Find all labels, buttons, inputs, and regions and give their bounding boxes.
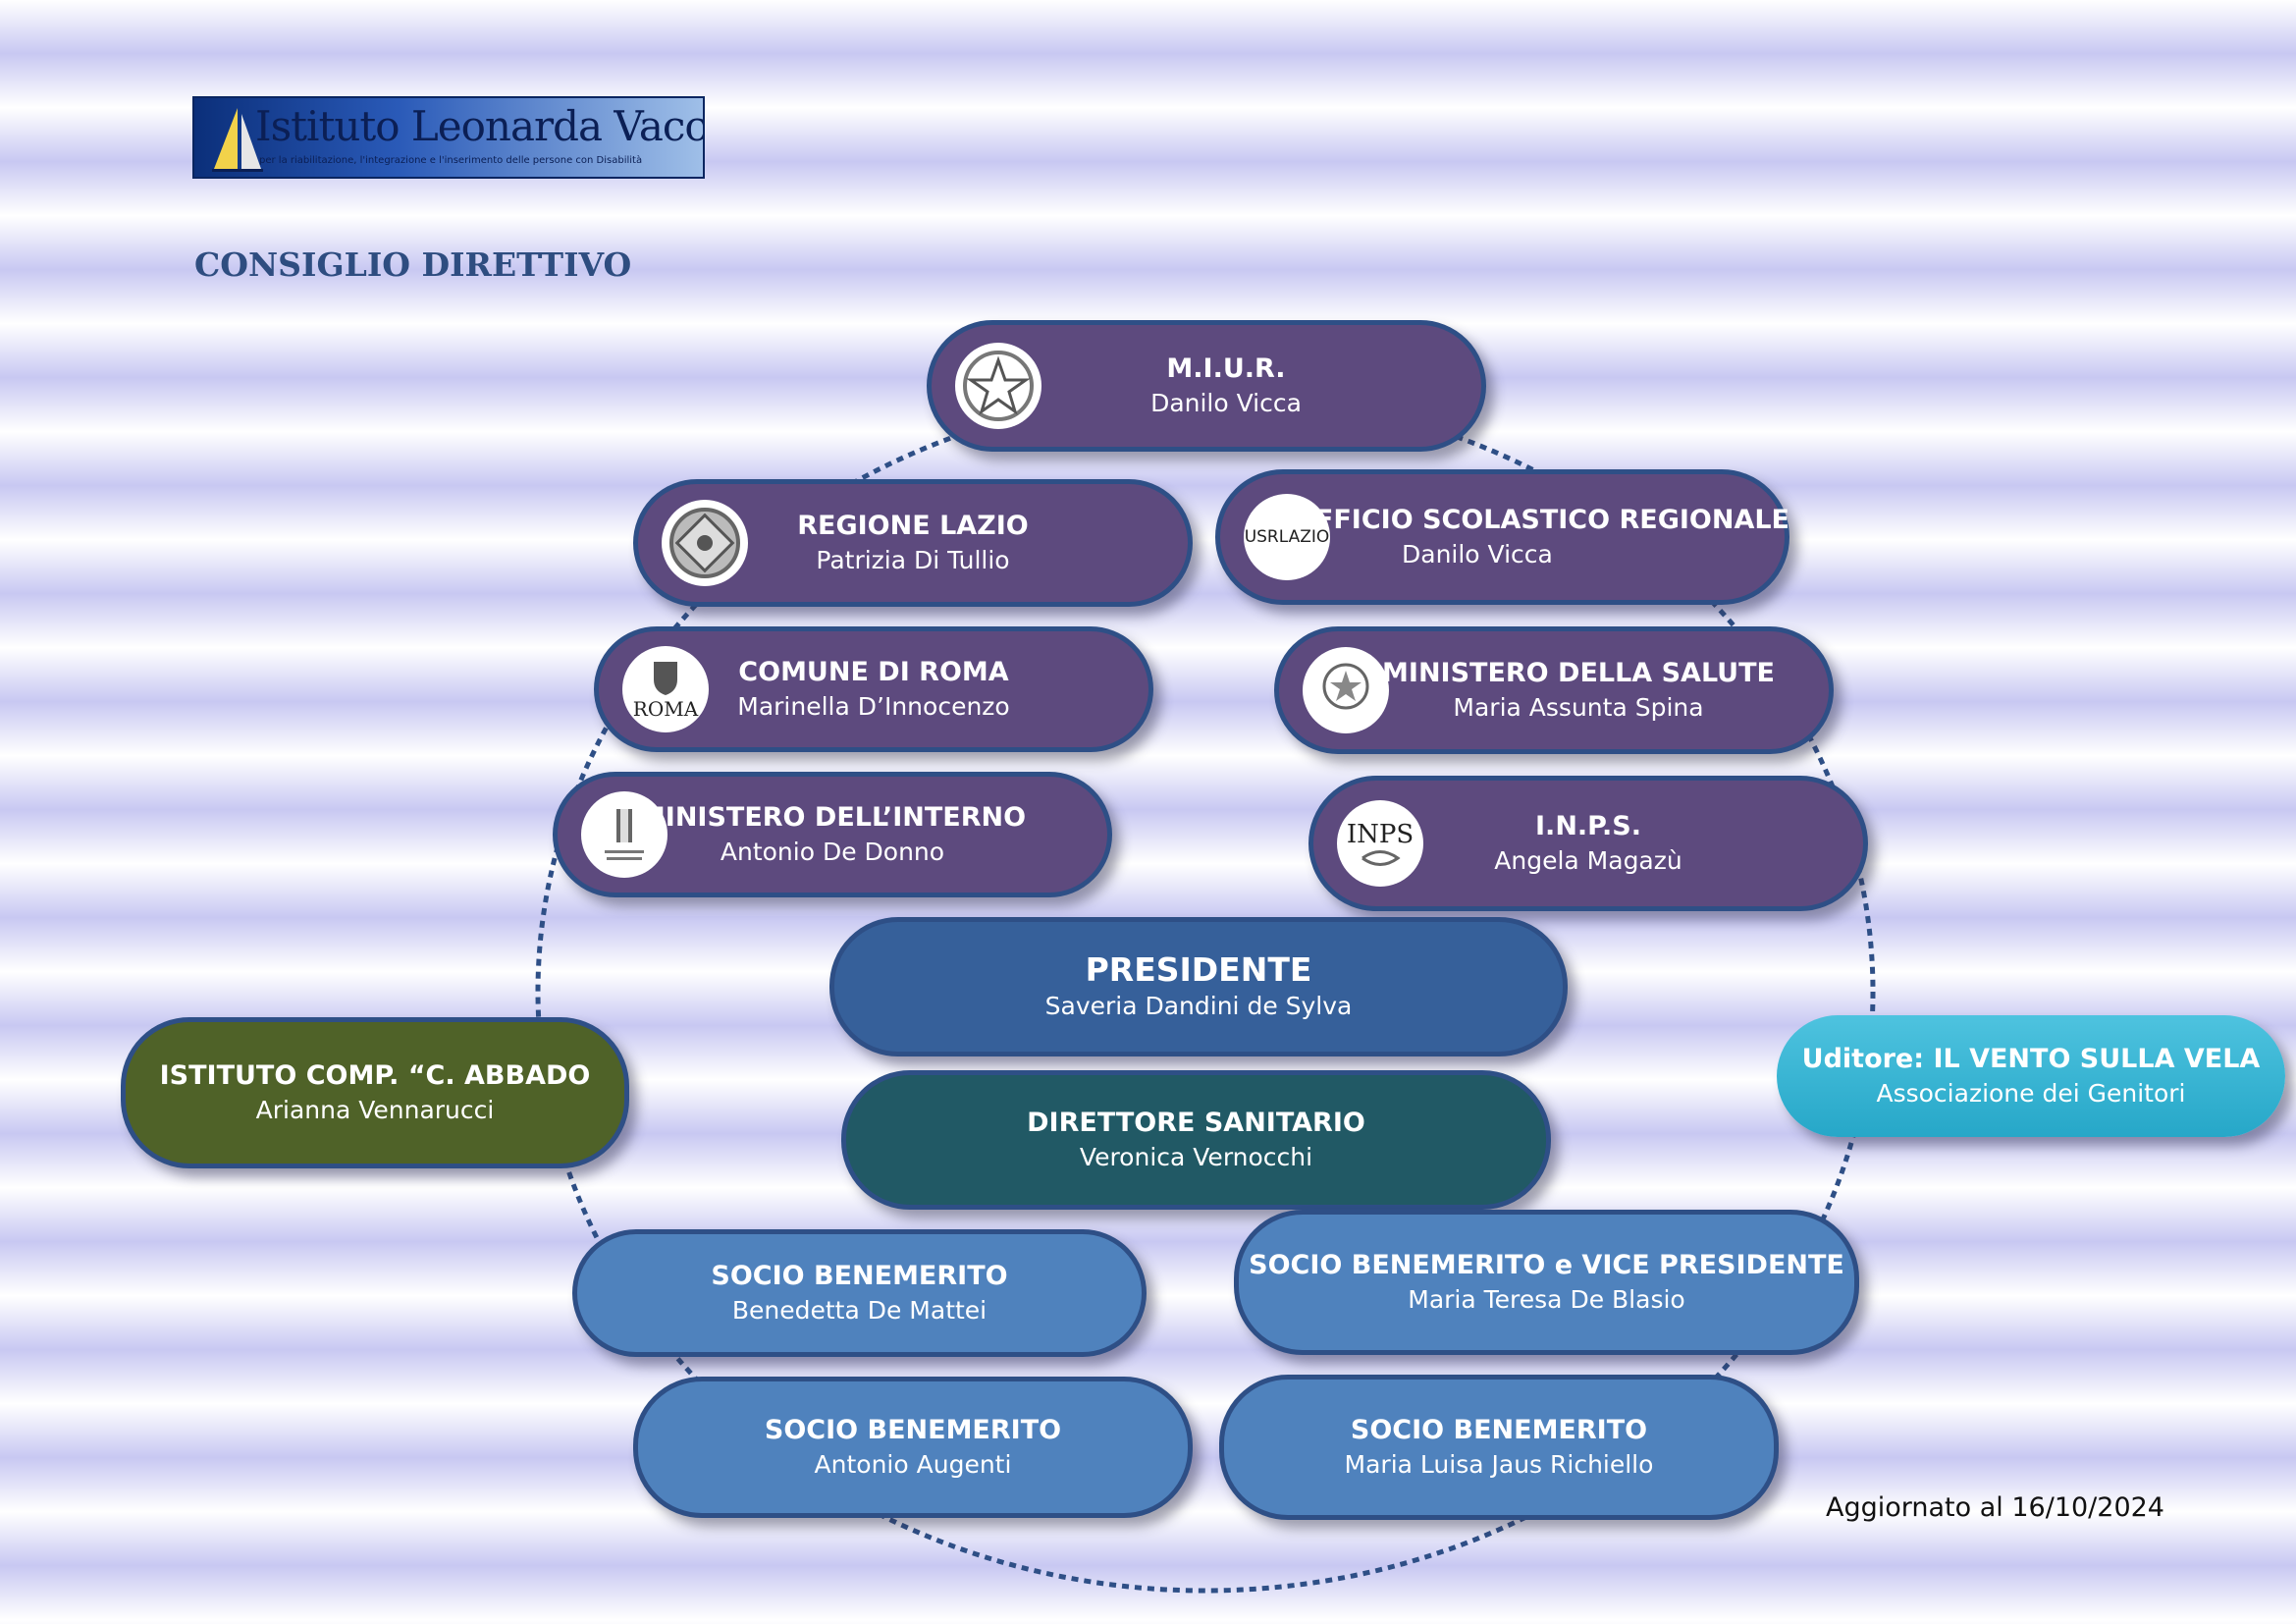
member-title: DIRETTORE SANITARIO bbox=[1027, 1108, 1365, 1138]
member-comune-roma: ROMA COMUNE DI ROMA Marinella D’Innocenz… bbox=[594, 626, 1153, 752]
member-name: Maria Luisa Jaus Richiello bbox=[1344, 1450, 1654, 1479]
member-name: Danilo Vicca bbox=[1150, 389, 1302, 417]
member-title: UFFICIO SCOLASTICO REGIONALE bbox=[1294, 505, 1789, 535]
member-title: REGIONE LAZIO bbox=[797, 511, 1029, 541]
member-name: Maria Assunta Spina bbox=[1453, 693, 1704, 722]
member-title: MINISTERO DELL’INTERNO bbox=[638, 802, 1027, 833]
member-name: Danilo Vicca bbox=[1402, 540, 1553, 568]
inps-logo-icon: INPS bbox=[1337, 800, 1423, 887]
member-name: Veronica Vernocchi bbox=[1079, 1143, 1313, 1171]
member-name: Associazione dei Genitori bbox=[1876, 1079, 2186, 1108]
member-name: Marinella D’Innocenzo bbox=[737, 692, 1010, 721]
member-ministero-salute: MINISTERO DELLA SALUTE Maria Assunta Spi… bbox=[1274, 626, 1834, 754]
member-name: Patrizia Di Tullio bbox=[816, 546, 1010, 574]
ministero-interno-emblem-icon bbox=[581, 791, 667, 878]
ministero-salute-emblem-icon bbox=[1303, 647, 1389, 733]
member-name: Angela Magazù bbox=[1494, 846, 1682, 875]
member-ministero-interno: MINISTERO DELL’INTERNO Antonio De Donno bbox=[553, 772, 1112, 897]
member-title: SOCIO BENEMERITO bbox=[711, 1261, 1008, 1291]
member-title: COMUNE DI ROMA bbox=[738, 657, 1009, 687]
member-title: M.I.U.R. bbox=[1166, 353, 1286, 384]
member-socio-vice-presidente: SOCIO BENEMERITO e VICE PRESIDENTE Maria… bbox=[1234, 1210, 1859, 1355]
member-name: Benedetta De Mattei bbox=[731, 1296, 988, 1325]
usr-lazio-logo-icon: USRLAZIO bbox=[1244, 494, 1330, 580]
regione-lazio-emblem-icon bbox=[662, 500, 748, 586]
member-ufficio-scolastico: USRLAZIO UFFICIO SCOLASTICO REGIONALE Da… bbox=[1215, 469, 1789, 605]
member-inps: INPS I.N.P.S. Angela Magazù bbox=[1308, 776, 1868, 911]
inps-logo-text: INPS bbox=[1346, 820, 1415, 849]
member-istituto-abbado: ISTITUTO COMP. “C. ABBADO Arianna Vennar… bbox=[121, 1017, 629, 1168]
institute-logo: Istituto Leonarda Vaccari per la riabili… bbox=[192, 96, 705, 179]
member-miur: M.I.U.R. Danilo Vicca bbox=[927, 320, 1486, 452]
member-socio-benemerito: SOCIO BENEMERITO Maria Luisa Jaus Richie… bbox=[1219, 1375, 1779, 1520]
sail-logo-icon bbox=[212, 108, 263, 172]
member-name: Maria Teresa De Blasio bbox=[1408, 1285, 1685, 1314]
page-title: CONSIGLIO DIRETTIVO bbox=[194, 245, 632, 284]
member-regione-lazio: REGIONE LAZIO Patrizia Di Tullio bbox=[633, 479, 1193, 607]
logo-tagline: per la riabilitazione, l'integrazione e … bbox=[259, 155, 643, 166]
emblem-icon bbox=[955, 343, 1041, 429]
member-name: Antonio Augenti bbox=[814, 1450, 1012, 1479]
member-title: MINISTERO DELLA SALUTE bbox=[1382, 658, 1775, 688]
logo-name: Istituto Leonarda Vaccari bbox=[255, 102, 705, 150]
member-uditore: Uditore: IL VENTO SULLA VELA Associazion… bbox=[1777, 1015, 2285, 1137]
member-title: SOCIO BENEMERITO bbox=[1350, 1415, 1648, 1445]
member-title: I.N.P.S. bbox=[1535, 811, 1641, 841]
member-title: ISTITUTO COMP. “C. ABBADO bbox=[159, 1060, 591, 1091]
member-direttore-sanitario: DIRETTORE SANITARIO Veronica Vernocchi bbox=[841, 1070, 1551, 1210]
roma-crest-icon: ROMA bbox=[622, 646, 709, 732]
member-name: Antonio De Donno bbox=[720, 838, 945, 866]
member-title: SOCIO BENEMERITO bbox=[764, 1415, 1062, 1445]
member-name: Arianna Vennarucci bbox=[255, 1096, 495, 1124]
member-presidente: PRESIDENTE Saveria Dandini de Sylva bbox=[829, 917, 1568, 1056]
usr-lazio-logo-text: USRLAZIO bbox=[1244, 527, 1330, 547]
member-title: PRESIDENTE bbox=[1085, 950, 1312, 989]
member-socio-benemerito: SOCIO BENEMERITO Antonio Augenti bbox=[633, 1377, 1193, 1518]
member-title: Uditore: IL VENTO SULLA VELA bbox=[1801, 1044, 2261, 1074]
member-name: Saveria Dandini de Sylva bbox=[1044, 992, 1353, 1020]
roma-crest-text: ROMA bbox=[632, 697, 699, 721]
updated-date: Aggiornato al 16/10/2024 bbox=[1826, 1492, 2164, 1523]
member-title: SOCIO BENEMERITO e VICE PRESIDENTE bbox=[1249, 1250, 1844, 1280]
member-socio-benemerito: SOCIO BENEMERITO Benedetta De Mattei bbox=[572, 1229, 1147, 1357]
